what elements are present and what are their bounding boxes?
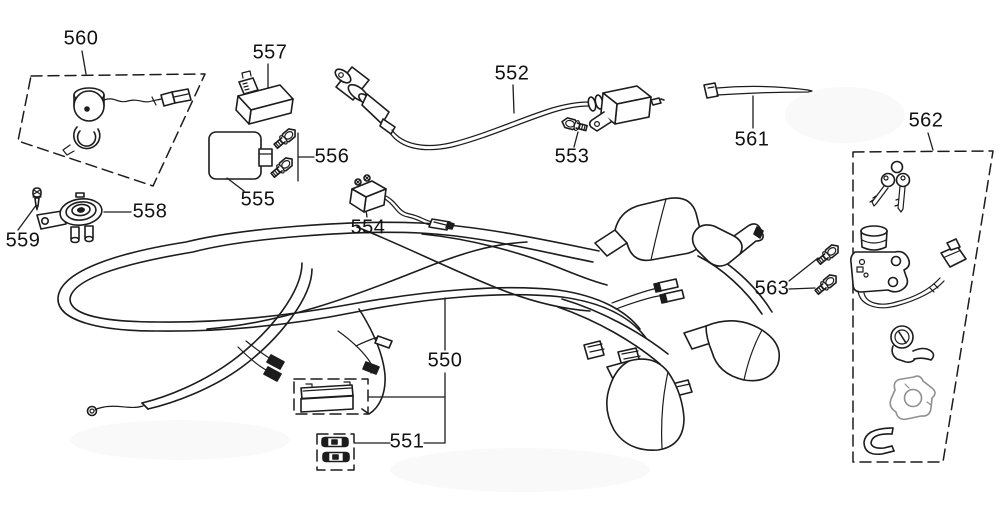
bracket-screw-559 — [32, 187, 42, 211]
connector-boot-lower-right — [683, 320, 781, 382]
leader-563 — [788, 257, 819, 290]
connector-boot-upper-left — [594, 197, 703, 262]
leader-552 — [512, 84, 515, 114]
group-box-562 — [852, 150, 994, 463]
fuse-holder-box — [293, 378, 369, 415]
key-set — [869, 160, 911, 213]
seat-lock — [889, 375, 936, 421]
part-label-553: 553 — [554, 145, 590, 168]
part-label-552: 552 — [494, 62, 530, 85]
part-label-556: 556 — [314, 145, 350, 168]
part-label-560: 560 — [63, 27, 99, 50]
wire-harness — [57, 197, 781, 451]
mounting-bolts-556 — [268, 125, 300, 180]
connector-boot-upper-right — [691, 223, 764, 267]
ring-terminal — [86, 405, 98, 417]
group-box-560 — [17, 73, 206, 187]
part-label-558: 558 — [132, 200, 168, 223]
part-label-559: 559 — [5, 229, 41, 252]
part-label-551: 551 — [389, 430, 425, 453]
part-label-563: 563 — [754, 277, 790, 300]
ignition-coil — [588, 85, 665, 132]
leader-556 — [297, 132, 315, 182]
fuse-holder — [300, 381, 354, 413]
part-label-555: 555 — [240, 188, 276, 211]
group-boxes — [17, 73, 994, 471]
part-label-562: 562 — [908, 109, 944, 132]
mounting-bolts-563 — [812, 241, 843, 297]
leader-553 — [573, 131, 579, 148]
ground-wire-branch — [86, 262, 313, 417]
lock-clip — [863, 427, 895, 456]
cable-tie — [703, 82, 813, 99]
branch-spade-terminals — [237, 330, 393, 382]
regulator-rectifier — [208, 131, 273, 180]
flange-bolt-553 — [560, 115, 589, 134]
leader-560 — [81, 50, 87, 75]
part-label-550: 550 — [427, 349, 463, 372]
leader-562 — [927, 132, 934, 151]
fuses — [321, 436, 350, 463]
ignition-switch — [850, 225, 967, 309]
horn — [36, 192, 103, 244]
leader-559 — [17, 203, 38, 231]
leader-555 — [226, 177, 245, 192]
part-label-557: 557 — [252, 41, 288, 64]
connector-boot-lower-left — [606, 358, 685, 451]
bullet-connectors — [611, 278, 685, 310]
fuse-box — [316, 433, 355, 471]
cdi-unit — [235, 70, 294, 125]
condenser-unit — [62, 87, 192, 156]
clamp-ring — [62, 126, 101, 156]
spark-plug-cable — [334, 66, 665, 151]
pickup-coil — [349, 174, 455, 231]
part-label-554: 554 — [350, 216, 386, 239]
part-label-561: 561 — [734, 128, 770, 151]
lock-cylinder — [890, 325, 935, 363]
